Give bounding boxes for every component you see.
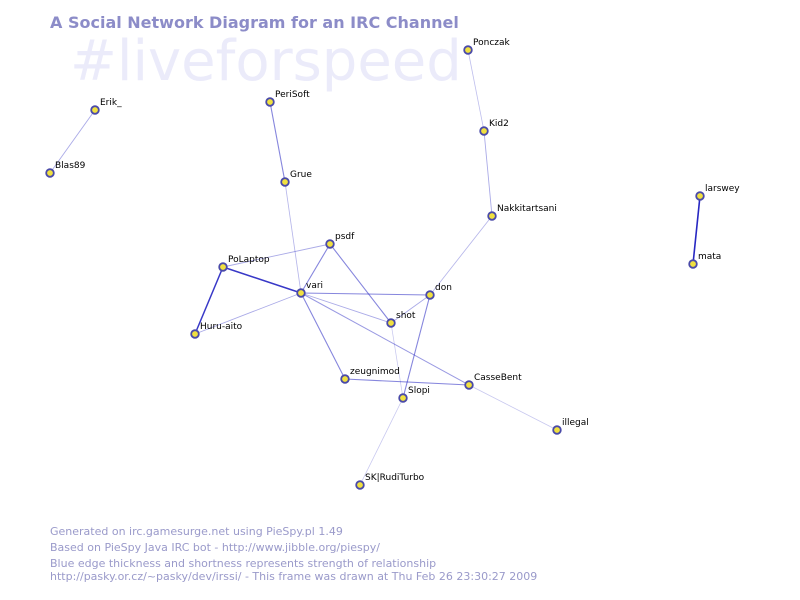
node-marker[interactable] — [463, 45, 473, 55]
node-label: Nakkitartsani — [497, 204, 557, 214]
edge-don-slopi — [402, 294, 431, 399]
edge-psdf-shot — [329, 243, 392, 324]
node-marker[interactable] — [218, 262, 228, 272]
node-psdf[interactable]: psdf — [325, 232, 355, 249]
edge-kid2-nakkitartsani — [483, 130, 493, 217]
node-label: Grue — [290, 170, 312, 180]
node-label: Slopi — [408, 386, 430, 396]
node-label: PoLaptop — [228, 255, 270, 265]
node-shot[interactable]: shot — [386, 311, 416, 328]
node-don[interactable]: don — [425, 283, 452, 300]
edge-perisoft-grue — [269, 101, 286, 183]
node-marker[interactable] — [386, 318, 396, 328]
node-label: larswey — [705, 184, 740, 194]
edge-huruaito-vari — [194, 292, 302, 335]
node-nakkitartsani[interactable]: Nakkitartsani — [487, 204, 557, 221]
edge-psdf-vari — [300, 243, 331, 294]
node-perisoft[interactable]: PeriSoft — [265, 90, 310, 107]
node-marker[interactable] — [552, 425, 562, 435]
edge-polaptop-huruaito — [194, 266, 224, 335]
node-marker[interactable] — [464, 380, 474, 390]
node-blas89[interactable]: Blas89 — [45, 161, 86, 178]
node-marker[interactable] — [425, 290, 435, 300]
node-slopi[interactable]: Slopi — [398, 386, 430, 403]
node-vari[interactable]: vari — [296, 281, 323, 298]
node-label: vari — [306, 281, 323, 291]
node-marker[interactable] — [398, 393, 408, 403]
edge-larswey-mata — [692, 195, 701, 265]
edge-vari-shot — [300, 292, 392, 324]
node-marker[interactable] — [325, 239, 335, 249]
node-marker[interactable] — [487, 211, 497, 221]
edge-psdf-polaptop — [222, 243, 331, 268]
edge-vari-don — [300, 292, 431, 296]
node-label: zeugnimod — [350, 367, 400, 377]
edges-layer — [49, 49, 701, 486]
node-label: Blas89 — [55, 161, 86, 171]
node-marker[interactable] — [688, 259, 698, 269]
node-kid2[interactable]: Kid2 — [479, 119, 509, 136]
channel-watermark: #liveforspeed — [70, 29, 462, 94]
footer-generated: Generated on irc.gamesurge.net using Pie… — [50, 525, 343, 538]
node-marker[interactable] — [280, 177, 290, 187]
node-larswey[interactable]: larswey — [695, 184, 740, 201]
edge-polaptop-vari — [222, 266, 302, 294]
footer-legend: Blue edge thickness and shortness repres… — [50, 557, 436, 570]
edge-zeugnimod-cassebent — [344, 378, 470, 386]
edge-shot-slopi — [390, 322, 404, 399]
node-skrudi[interactable]: SK|RudiTurbo — [355, 473, 425, 490]
node-label: CasseBent — [474, 373, 522, 383]
node-polaptop[interactable]: PoLaptop — [218, 255, 270, 272]
node-zeugnimod[interactable]: zeugnimod — [340, 367, 400, 384]
diagram-title: A Social Network Diagram for an IRC Chan… — [50, 13, 459, 32]
node-huruaito[interactable]: Huru-aito — [190, 322, 243, 339]
edge-erik-blas89 — [49, 109, 96, 174]
node-label: mata — [698, 252, 721, 262]
node-label: psdf — [335, 232, 355, 242]
node-illegal[interactable]: illegal — [552, 418, 589, 435]
node-mata[interactable]: mata — [688, 252, 721, 269]
node-marker[interactable] — [355, 480, 365, 490]
node-grue[interactable]: Grue — [280, 170, 312, 187]
node-label: Kid2 — [489, 119, 509, 129]
edge-don-shot — [390, 294, 431, 324]
node-label: Huru-aito — [200, 322, 243, 332]
node-marker[interactable] — [296, 288, 306, 298]
footer-timestamp: http://pasky.or.cz/~pasky/dev/irssi/ - T… — [50, 570, 537, 583]
edge-vari-zeugnimod — [300, 292, 346, 380]
node-marker[interactable] — [479, 126, 489, 136]
node-marker[interactable] — [190, 329, 200, 339]
edge-nakkitartsani-don — [429, 215, 493, 296]
node-label: illegal — [562, 418, 589, 428]
node-label: don — [435, 283, 452, 293]
edge-slopi-skrudi — [359, 397, 404, 486]
node-label: PeriSoft — [275, 90, 310, 100]
node-label: Ponczak — [473, 38, 511, 48]
node-marker[interactable] — [90, 105, 100, 115]
node-label: shot — [396, 311, 416, 321]
node-marker[interactable] — [340, 374, 350, 384]
node-marker[interactable] — [265, 97, 275, 107]
node-marker[interactable] — [695, 191, 705, 201]
node-label: Erik_ — [100, 98, 122, 108]
edge-vari-cassebent — [300, 292, 470, 386]
node-cassebent[interactable]: CasseBent — [464, 373, 522, 390]
edge-cassebent-illegal — [468, 384, 558, 431]
node-erik[interactable]: Erik_ — [90, 98, 122, 115]
node-label: SK|RudiTurbo — [365, 473, 425, 483]
edge-ponczak-kid2 — [467, 49, 485, 132]
edge-grue-vari — [284, 181, 302, 294]
node-ponczak[interactable]: Ponczak — [463, 38, 511, 55]
node-marker[interactable] — [45, 168, 55, 178]
footer-based-on: Based on PieSpy Java IRC bot - http://ww… — [50, 541, 380, 554]
